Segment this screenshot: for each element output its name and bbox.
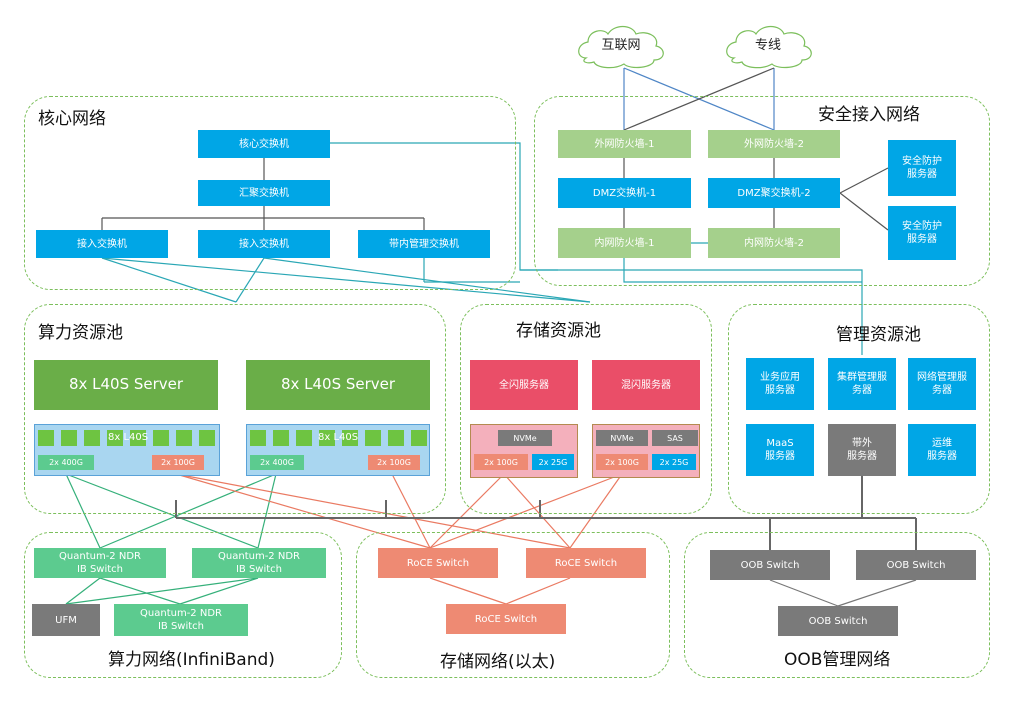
gpu-label-2: 8x L40S [318, 432, 359, 443]
gpu-chip-icon [250, 430, 266, 446]
gpu-chip-icon [84, 430, 100, 446]
gpu-chip-icon [38, 430, 54, 446]
cluster-mgmt-server[interactable]: 集群管理服 务器 [828, 358, 896, 410]
external-firewall-1[interactable]: 外网防火墙-1 [558, 130, 691, 158]
ops-server[interactable]: 运维 服务器 [908, 424, 976, 476]
storage-100g-port-2: 2x 100G [596, 454, 648, 470]
nvme-disk-2: NVMe [596, 430, 648, 446]
ib-network-region [24, 532, 342, 678]
core-network-title: 核心网络 [38, 109, 106, 129]
dmz-switch-2[interactable]: DMZ聚交换机-2 [708, 178, 840, 208]
gpu-chip-icon [130, 430, 146, 446]
oob-switch-3[interactable]: OOB Switch [778, 606, 898, 636]
gpu-chip-icon [61, 430, 77, 446]
gpu-chip-icon [342, 430, 358, 446]
storage-25g-port-2: 2x 25G [652, 454, 696, 470]
access-switch-2[interactable]: 接入交换机 [198, 230, 330, 258]
ufm-server[interactable]: UFM [32, 604, 100, 636]
security-network-region [534, 96, 990, 286]
internet-label: 互联网 [601, 37, 640, 52]
ib-port-2: 2x 400G [250, 455, 304, 470]
ethernet-network-region [356, 532, 670, 678]
nvme-disk-1: NVMe [498, 430, 552, 446]
mgmt-pool-region [728, 304, 990, 514]
inband-mgmt-switch[interactable]: 带内管理交换机 [358, 230, 490, 258]
gpu-server-2[interactable]: 8x L40S Server [246, 360, 430, 410]
mgmt-pool-title: 管理资源池 [836, 325, 921, 345]
gpu-chip-icon [319, 430, 335, 446]
gpu-chip-icon [199, 430, 215, 446]
ethernet-network-title: 存储网络(以太) [440, 652, 556, 672]
internal-firewall-1[interactable]: 内网防火墙-1 [558, 228, 691, 258]
gpu-chip-icon [388, 430, 404, 446]
gpu-chip-icon [296, 430, 312, 446]
ib-port-1: 2x 400G [38, 455, 94, 470]
gpu-label-1: 8x L40S [108, 432, 149, 443]
dmz-switch-1[interactable]: DMZ交换机-1 [558, 178, 691, 208]
internet-cloud-icon: 互联网 [578, 25, 664, 69]
compute-pool-region [24, 304, 446, 514]
gpu-chip-icon [153, 430, 169, 446]
security-network-title: 安全接入网络 [818, 105, 920, 125]
quantum-ib-switch-2[interactable]: Quantum-2 NDR IB Switch [192, 548, 326, 578]
roce-switch-1[interactable]: RoCE Switch [378, 548, 498, 578]
oob-server[interactable]: 带外 服务器 [828, 424, 896, 476]
storage-pool-title: 存储资源池 [516, 321, 601, 341]
core-switch[interactable]: 核心交换机 [198, 130, 330, 158]
aggregation-switch[interactable]: 汇聚交换机 [198, 180, 330, 206]
storage-25g-port-1: 2x 25G [532, 454, 574, 470]
business-app-server[interactable]: 业务应用 服务器 [746, 358, 814, 410]
storage-pool-region [460, 304, 712, 514]
quantum-ib-switch-3[interactable]: Quantum-2 NDR IB Switch [114, 604, 248, 636]
external-firewall-2[interactable]: 外网防火墙-2 [708, 130, 840, 158]
gpu-chip-icon [176, 430, 192, 446]
roce-port-2: 2x 100G [368, 455, 420, 470]
oob-switch-2[interactable]: OOB Switch [856, 550, 976, 580]
internal-firewall-2[interactable]: 内网防火墙-2 [708, 228, 840, 258]
network-mgmt-server[interactable]: 网络管理服 务器 [908, 358, 976, 410]
core-network-region [24, 96, 516, 290]
roce-switch-3[interactable]: RoCE Switch [446, 604, 566, 634]
compute-pool-title: 算力资源池 [38, 323, 123, 343]
gpu-chip-icon [411, 430, 427, 446]
storage-100g-port-1: 2x 100G [474, 454, 528, 470]
security-server-1[interactable]: 安全防护 服务器 [888, 140, 956, 196]
gpu-chip-icon [273, 430, 289, 446]
quantum-ib-switch-1[interactable]: Quantum-2 NDR IB Switch [34, 548, 166, 578]
oob-switch-1[interactable]: OOB Switch [710, 550, 830, 580]
leased-line-label: 专线 [755, 37, 781, 52]
sas-disk: SAS [652, 430, 698, 446]
roce-switch-2[interactable]: RoCE Switch [526, 548, 646, 578]
hybrid-flash-server[interactable]: 混闪服务器 [592, 360, 700, 410]
gpu-chip-icon [365, 430, 381, 446]
ib-network-title: 算力网络(InfiniBand) [108, 650, 275, 670]
allflash-server[interactable]: 全闪服务器 [470, 360, 578, 410]
security-server-2[interactable]: 安全防护 服务器 [888, 206, 956, 260]
access-switch-1[interactable]: 接入交换机 [36, 230, 168, 258]
gpu-server-1[interactable]: 8x L40S Server [34, 360, 218, 410]
oob-network-region [684, 532, 990, 678]
oob-network-title: OOB管理网络 [784, 650, 891, 670]
leased-line-cloud-icon: 专线 [726, 25, 812, 69]
roce-port-1: 2x 100G [152, 455, 204, 470]
gpu-chip-icon [107, 430, 123, 446]
maas-server[interactable]: MaaS 服务器 [746, 424, 814, 476]
